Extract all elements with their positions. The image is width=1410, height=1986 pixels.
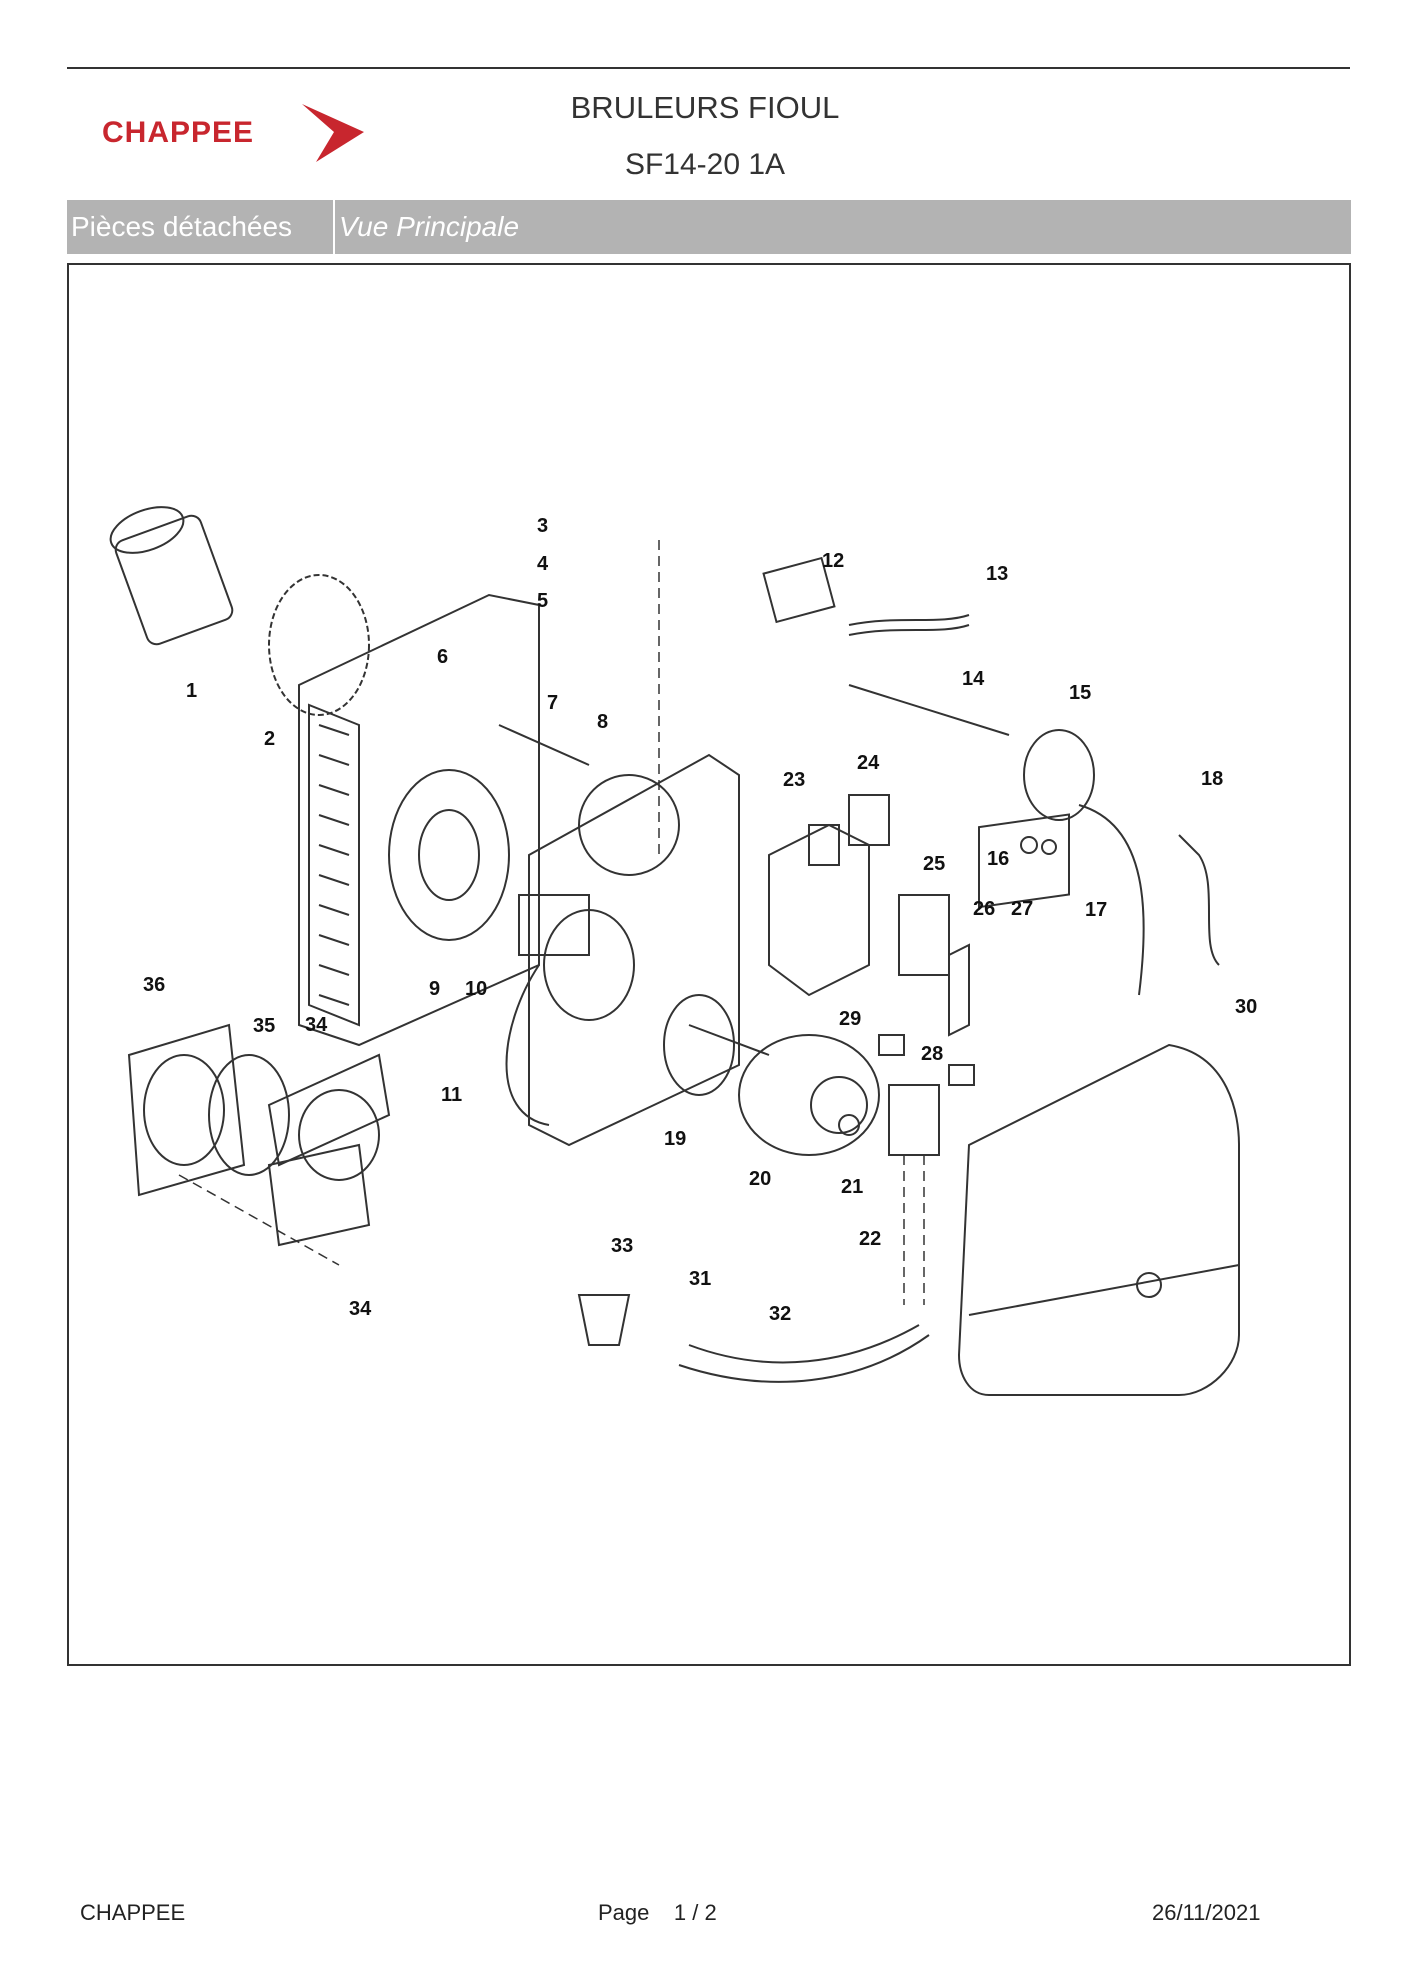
ignition-transformer-part [518, 894, 590, 956]
part-number-label: 36 [143, 974, 165, 996]
part-number-label: 10 [465, 978, 487, 1000]
part-number-label: 18 [1201, 768, 1223, 790]
clamp-part [267, 1053, 391, 1247]
solenoid-valve-part [888, 1084, 940, 1156]
mounting-plate-part [528, 753, 740, 1147]
logo-text: CHAPPEE [102, 116, 255, 149]
photocell-part [762, 556, 836, 624]
part-number-label: 7 [547, 692, 558, 714]
part-number-label: 23 [783, 769, 805, 791]
page-total: 2 [704, 1900, 717, 1925]
part-number-label: 14 [962, 668, 985, 690]
exploded-view-diagram: 1 2 3 4 5 6 7 8 9 10 11 12 13 14 15 16 1… [109, 506, 1257, 1396]
part-number-label: 26 [973, 898, 995, 920]
part-number-label: 32 [769, 1303, 791, 1325]
chevron-logo-icon [302, 104, 364, 162]
part-number-label: 1 [186, 680, 197, 702]
model-title: SF14-20 1A [624, 148, 786, 181]
diagram-frame: 1 2 3 4 5 6 7 8 9 10 11 12 13 14 15 16 1… [67, 263, 1351, 1666]
part-number-label: 11 [441, 1084, 462, 1106]
footer-brand: CHAPPEE [80, 1900, 186, 1925]
part-number-label: 22 [859, 1228, 881, 1250]
connector-part [848, 794, 890, 846]
part-number-label: 16 [987, 848, 1009, 870]
cup-part [577, 1294, 631, 1346]
cover-part [957, 1043, 1240, 1396]
page-separator: / [692, 1900, 699, 1925]
part-number-label: 28 [921, 1043, 943, 1065]
part-number-label: 9 [429, 978, 440, 1000]
electrode-part [848, 684, 1010, 736]
part-number-label: 31 [689, 1268, 711, 1290]
part-number-label: 12 [822, 550, 844, 572]
part-number-label: 25 [923, 853, 945, 875]
part-number-label: 17 [1085, 899, 1107, 921]
part-number-label: 34 [349, 1298, 372, 1320]
footer-date: 26/11/2021 [1152, 1900, 1261, 1925]
part-number-label: 6 [437, 646, 448, 668]
relay-part [978, 813, 1070, 909]
part-number-label: 8 [597, 711, 608, 733]
mounting-gasket-part [127, 1023, 246, 1197]
page-current: 1 [673, 1900, 687, 1925]
part-number-label: 33 [611, 1235, 633, 1257]
motor-part [688, 1024, 880, 1156]
part-number-label: 20 [749, 1168, 771, 1190]
part-number-label: 27 [1011, 898, 1033, 920]
relay-base-part [898, 894, 950, 976]
part-number-label: 13 [986, 563, 1008, 585]
part-number-label: 3 [537, 515, 548, 537]
page-title: BRULEURS FIOUL [570, 90, 840, 125]
section-label: Pièces détachées [67, 200, 335, 254]
top-rule [67, 67, 1350, 69]
chappee-logo: CHAPPEE [96, 98, 368, 168]
section-bar: Pièces détachées Vue Principale [67, 200, 1351, 254]
footer-page: Page 1 / 2 [598, 1900, 717, 1926]
oring-part [663, 994, 735, 1096]
part-number-label: 19 [664, 1128, 686, 1150]
hoses-part [678, 1324, 930, 1383]
fan-wheel-part [388, 769, 510, 941]
part-number-label: 34 [305, 1014, 328, 1036]
part-number-label: 2 [264, 728, 275, 750]
blast-tube-part [109, 506, 234, 646]
part-number-label: 15 [1069, 682, 1091, 704]
part-number-label: 21 [841, 1176, 863, 1198]
part-number-label: 30 [1235, 996, 1257, 1018]
page-label: Page [598, 1900, 650, 1925]
control-box-part [768, 823, 870, 997]
flange-part [1023, 729, 1095, 821]
part-number-label: 5 [537, 590, 548, 612]
part-number-label: 29 [839, 1008, 861, 1030]
part-number-label: 4 [537, 553, 549, 575]
gasket-part [268, 574, 370, 716]
part-number-label: 35 [253, 1015, 275, 1037]
part-number-label: 24 [857, 752, 880, 774]
view-label: Vue Principale [339, 211, 520, 242]
